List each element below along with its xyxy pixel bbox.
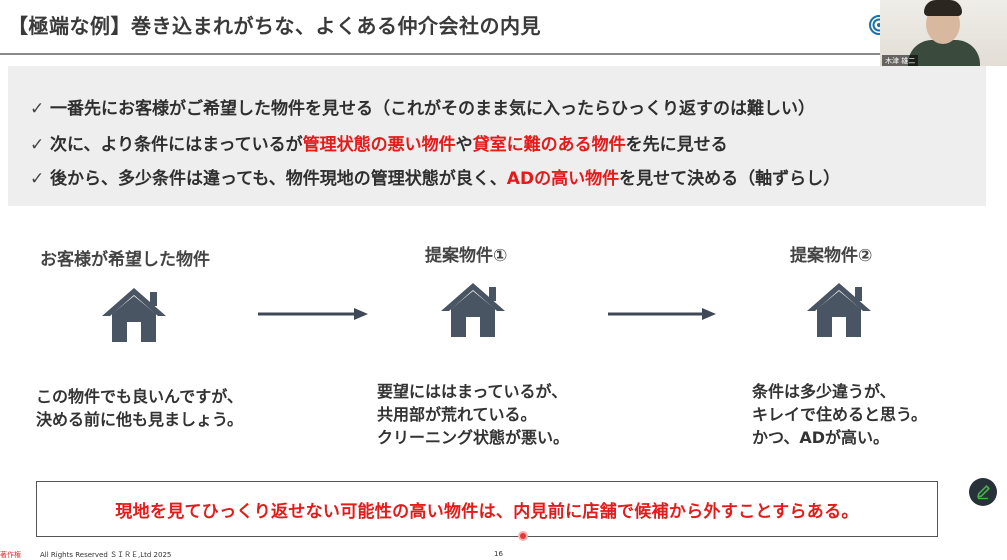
step-line: キレイで住めると思う。 <box>752 405 928 424</box>
bullet-text: を先に見せる <box>625 135 728 155</box>
bullet-text: を見せて決める（軸ずらし） <box>619 169 841 189</box>
bullet-text: 一番先にお客様がご希望した物件を見せる（これがそのまま気に入ったらひっくり返すの… <box>50 99 815 119</box>
step-description: 条件は多少違うが、 キレイで住めると思う。 かつ、ADが高い。 <box>752 380 927 449</box>
laser-pointer <box>518 531 528 541</box>
summary-panel <box>8 66 986 206</box>
bullet-item: ✓後から、多少条件は違っても、物件現地の管理状態が良く、ADの高い物件を見せて決… <box>30 164 840 189</box>
bullet-text: 次に、より条件にはまっているが <box>50 135 303 155</box>
title-divider <box>0 53 880 55</box>
check-icon: ✓ <box>30 169 45 189</box>
arrow-right-icon <box>608 308 716 320</box>
participant-name: 木津 雄二 <box>882 55 919 66</box>
highlight-text: ADの高い物件 <box>506 169 620 189</box>
step-title-desired: お客様が希望した物件 <box>40 250 210 270</box>
arrow-right-icon <box>258 308 368 320</box>
person-hair <box>924 0 962 16</box>
webcam-video: 木津 雄二 <box>880 0 1007 66</box>
pen-icon <box>977 485 990 500</box>
footer-copyright: All Rights Reserved ＳＩＲＥ,Ltd 2025 <box>40 551 172 559</box>
step-title-proposal-2: 提案物件② <box>790 246 873 266</box>
step-line: 決める前に他も見ましょう。 <box>36 410 244 429</box>
step-line: 共用部が荒れている。 <box>377 405 537 424</box>
step-title-proposal-1: 提案物件① <box>425 246 508 266</box>
step-line: かつ、ADが高い。 <box>752 428 890 447</box>
step-line: クリーニング状態が悪い。 <box>377 428 570 447</box>
bullet-item: ✓次に、より条件にはまっているが管理状態の悪い物件や貸室に難のある物件を先に見せ… <box>30 130 728 155</box>
house-icon <box>441 283 505 337</box>
check-icon: ✓ <box>30 135 45 155</box>
step-line: 条件は多少違うが、 <box>752 382 896 401</box>
check-icon: ✓ <box>30 99 45 119</box>
step-line: 要望にははまっているが、 <box>377 382 568 401</box>
bullet-text: 後から、多少条件は違っても、物件現地の管理状態が良く、 <box>50 169 507 189</box>
person-shirt <box>908 40 980 66</box>
footer-rights-label: 著作権 <box>0 551 21 559</box>
slide-title: 【極端な例】巻き込まれがちな、よくある仲介会社の内見 <box>8 14 541 38</box>
bullet-item: ✓一番先にお客様がご希望した物件を見せる（これがそのまま気に入ったらひっくり返す… <box>30 94 815 119</box>
annotate-button[interactable] <box>969 478 997 506</box>
step-line: この物件でも良いんですが、 <box>36 387 243 406</box>
callout-text: 現地を見てひっくり返せない可能性の高い物件は、内見前に店舗で候補から外すことすら… <box>115 502 859 522</box>
highlight-text: 貸室に難のある物件 <box>472 135 626 155</box>
page-number: 16 <box>494 550 503 558</box>
highlight-text: 管理状態の悪い物件 <box>302 135 456 155</box>
callout-box: 現地を見てひっくり返せない可能性の高い物件は、内見前に店舗で候補から外すことすら… <box>36 481 938 537</box>
house-icon <box>102 288 166 342</box>
step-description: この物件でも良いんですが、 決める前に他も見ましょう。 <box>36 385 243 431</box>
step-description: 要望にははまっているが、 共用部が荒れている。 クリーニング状態が悪い。 <box>377 380 569 449</box>
house-icon <box>807 283 871 337</box>
bullet-text: や <box>455 135 473 155</box>
